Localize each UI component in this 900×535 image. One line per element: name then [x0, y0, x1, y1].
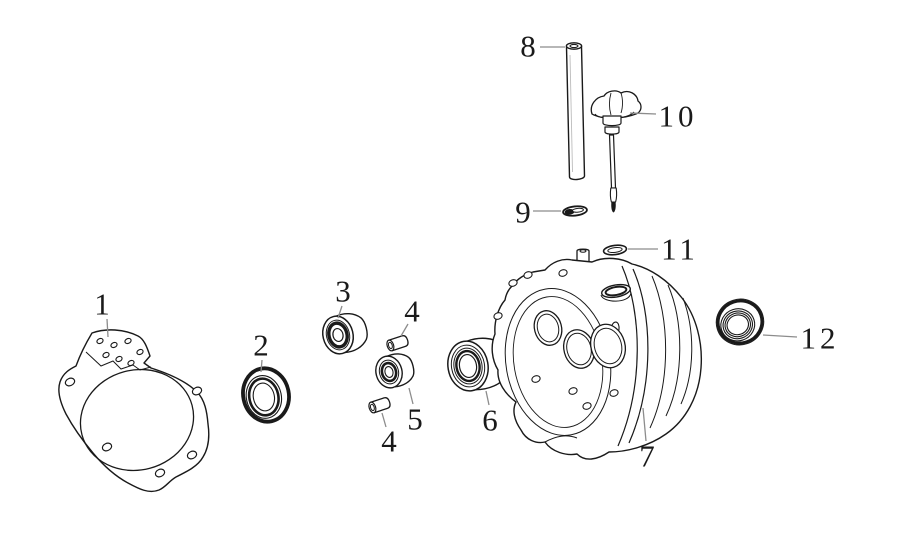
callout-label-3[interactable]: 3	[335, 273, 351, 309]
part-11-o-ring[interactable]	[602, 244, 628, 256]
leader-lines	[106, 46, 798, 442]
leader-12	[762, 334, 798, 338]
part-9-retaining-clip[interactable]	[562, 205, 588, 217]
part-12-oil-seal[interactable]	[710, 293, 769, 351]
callout-label-4-upper[interactable]: 4	[404, 293, 420, 329]
case-bolt-holes	[493, 269, 619, 410]
gasket-bolt-holes	[64, 337, 203, 478]
leader-4a	[400, 323, 409, 337]
part-10-oil-dipstick[interactable]	[590, 90, 642, 213]
callout-label-6[interactable]: 6	[482, 402, 498, 438]
case-bores	[533, 310, 627, 369]
callout-label-12[interactable]: 12	[800, 320, 840, 356]
callout-label-7[interactable]: 7	[639, 438, 655, 474]
part-1-cover-gasket[interactable]	[58, 329, 210, 493]
callout-label-4-lower[interactable]: 4	[381, 423, 397, 459]
part-2-oil-seal[interactable]	[236, 362, 295, 427]
callout-label-10[interactable]: 10	[658, 98, 698, 134]
callout-label-9[interactable]: 9	[515, 194, 531, 230]
callout-label-8[interactable]: 8	[520, 28, 536, 64]
callout-label-2[interactable]: 2	[253, 327, 269, 363]
leader-10	[629, 112, 657, 115]
leader-6	[485, 390, 490, 406]
part-3-bearing[interactable]	[319, 309, 371, 357]
leader-7	[642, 407, 647, 442]
part-4-dowel-pin-lower[interactable]	[368, 397, 392, 414]
callout-label-11[interactable]: 11	[661, 231, 699, 267]
part-8-breather-tube[interactable]	[565, 42, 586, 181]
part-4-dowel-pin-upper[interactable]	[386, 335, 410, 352]
leader-3	[337, 305, 343, 319]
leader-1	[106, 318, 109, 338]
leader-4b	[381, 412, 387, 428]
part-7-transmission-case[interactable]	[491, 248, 703, 460]
callout-label-5[interactable]: 5	[407, 401, 423, 437]
callout-label-1[interactable]: 1	[94, 286, 110, 322]
leader-2	[260, 359, 263, 373]
case-dipstick-port	[600, 283, 632, 299]
leader-5	[408, 387, 414, 405]
part-5-bearing-small[interactable]	[372, 350, 416, 391]
